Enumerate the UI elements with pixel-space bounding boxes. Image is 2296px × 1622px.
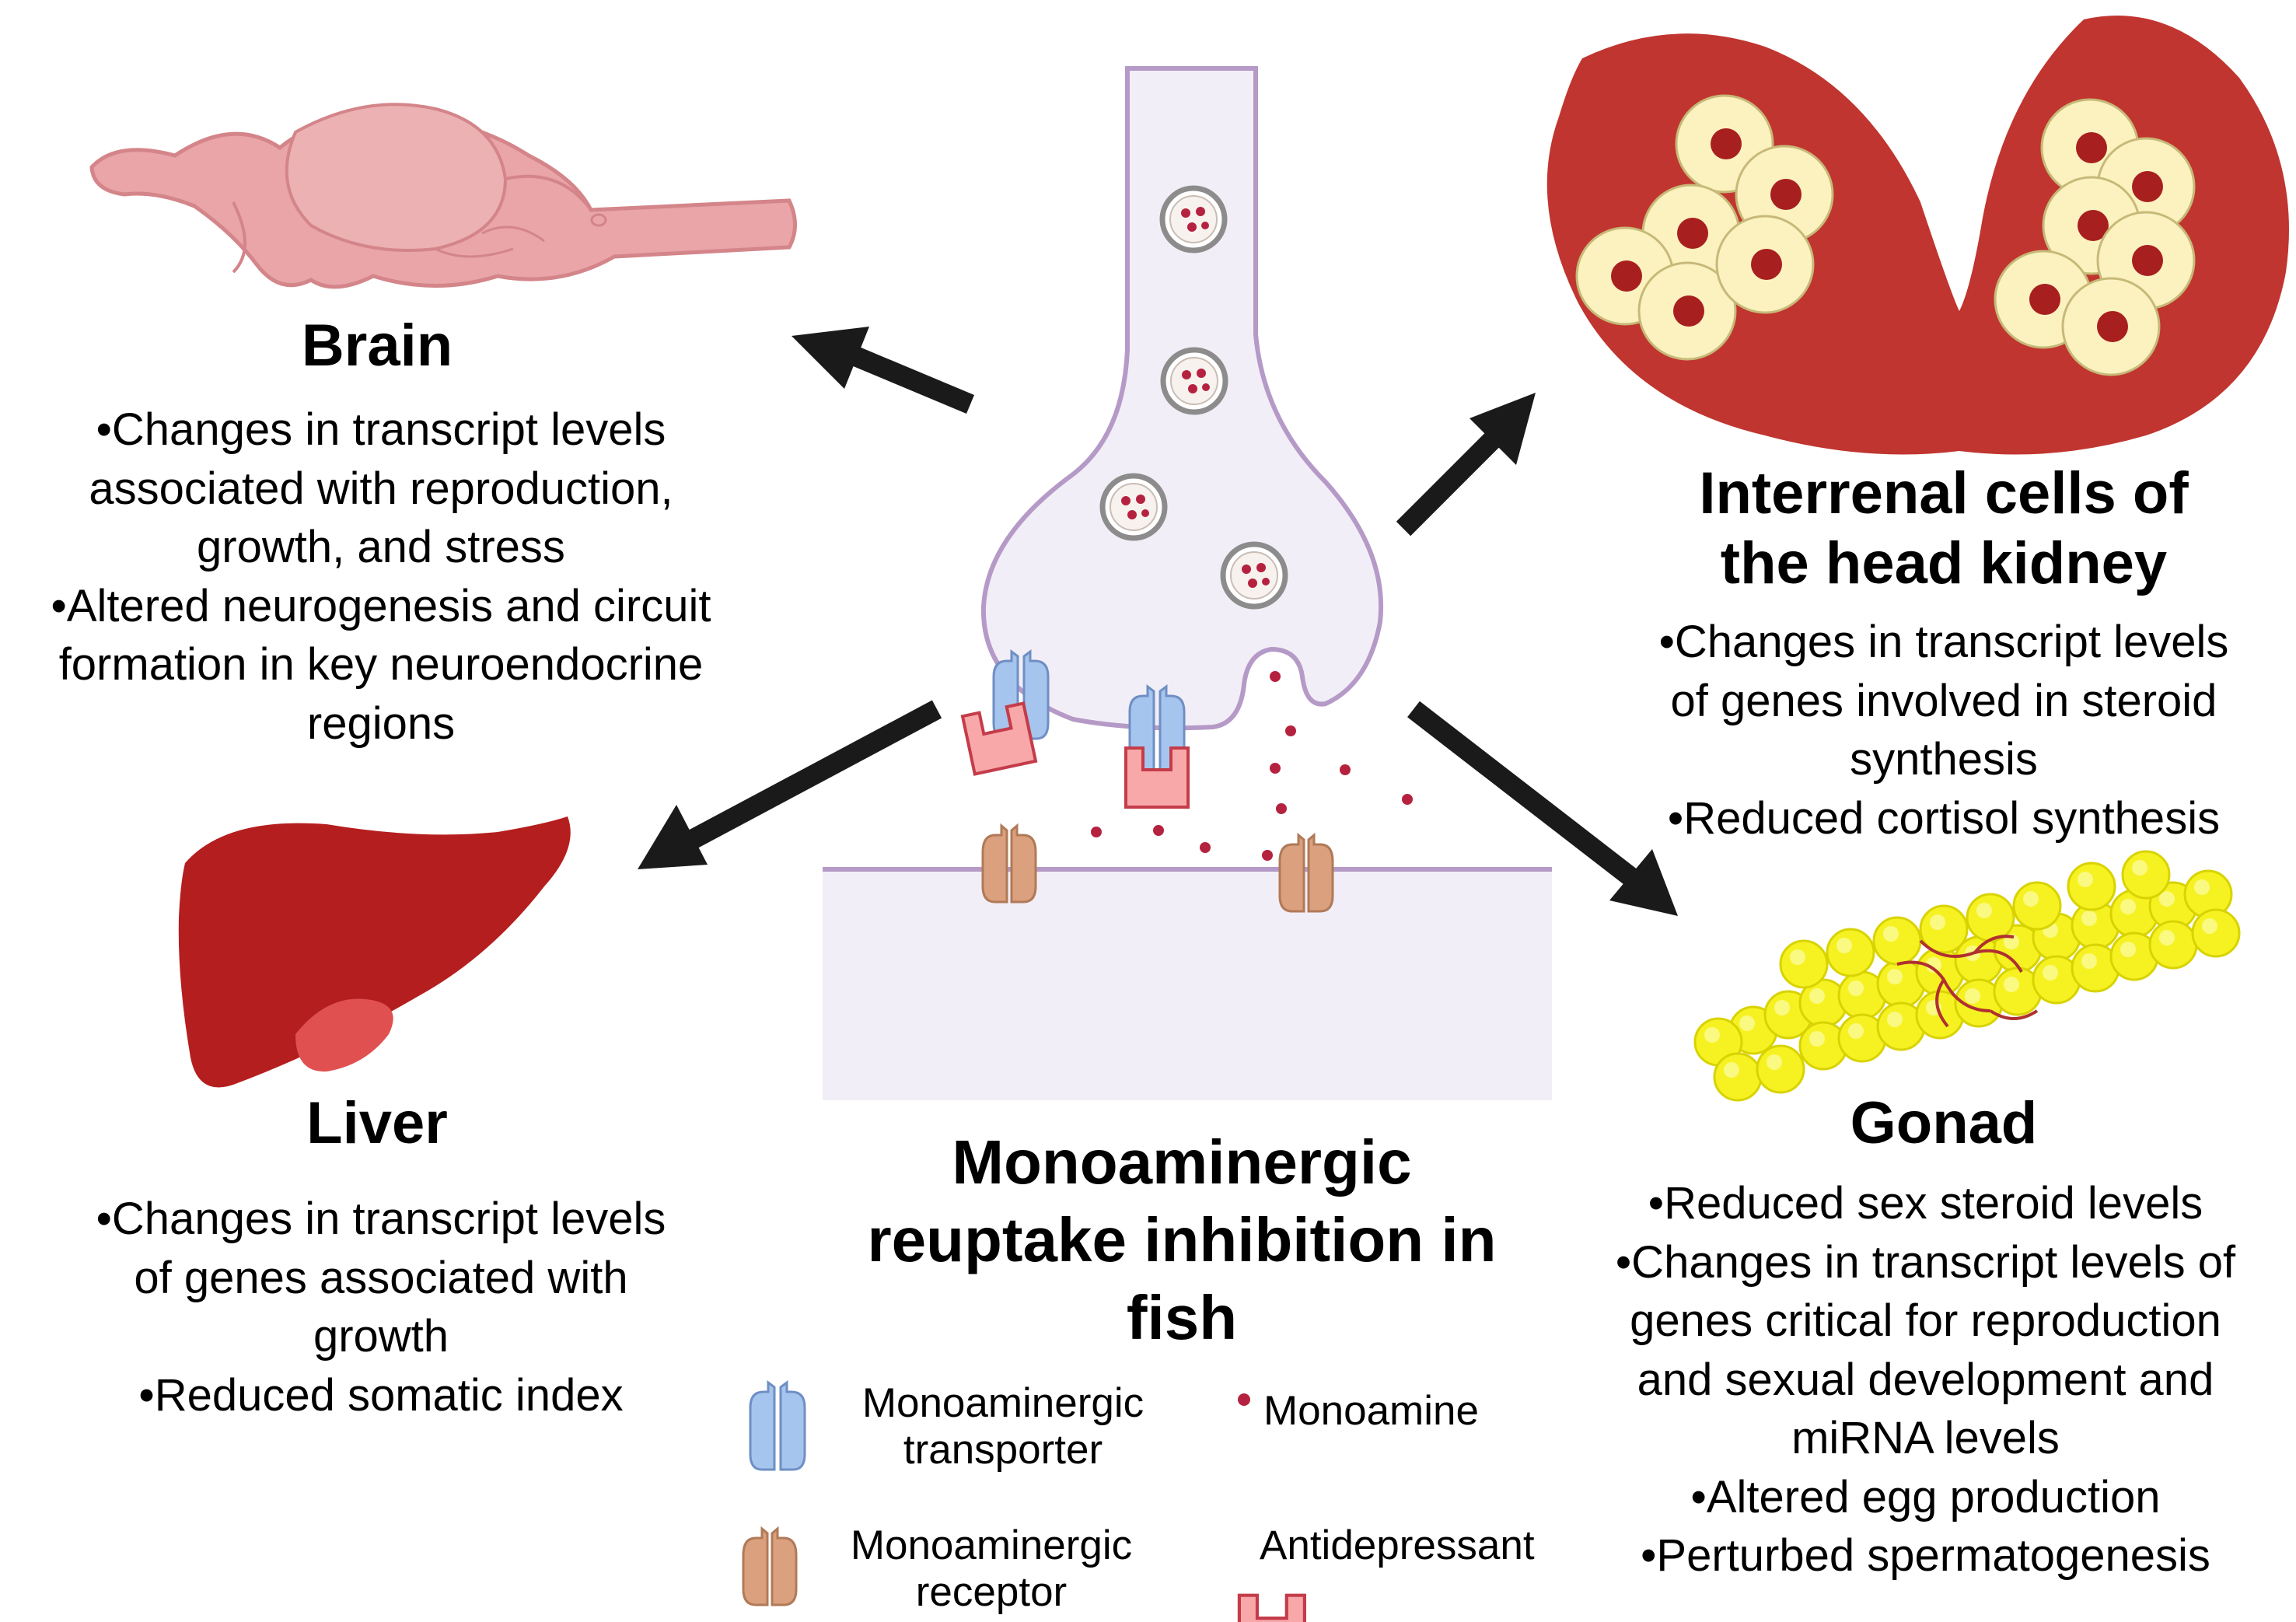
postsynaptic-cell xyxy=(823,867,1552,1100)
legend-monoamine-label: Monoamine xyxy=(1263,1388,1479,1434)
antidepressant-molecule xyxy=(1124,746,1190,809)
title-line: the head kidney xyxy=(1720,530,2168,596)
effect-line: synthesis xyxy=(1850,734,2038,785)
title-line: Monoaminergic xyxy=(952,1127,1412,1197)
effect-line: of genes associated with xyxy=(134,1252,628,1303)
effect-line: associated with reproduction, xyxy=(89,463,673,514)
brain-illustration xyxy=(89,103,797,289)
arrows xyxy=(638,327,1678,916)
effect-line: miRNA levels xyxy=(1791,1413,2060,1463)
main-title: Monoaminergic reuptake inhibition in fish xyxy=(778,1124,1586,1357)
effect-line: •Changes in transcript levels xyxy=(96,404,666,455)
effect-line: formation in key neuroendocrine xyxy=(58,639,704,690)
gonad-title: Gonad xyxy=(1850,1090,2038,1156)
effect-line: •Altered neurogenesis and circuit xyxy=(51,580,711,631)
legend-receptor-icon xyxy=(742,1527,798,1606)
title-line: fish xyxy=(1126,1283,1238,1352)
effect-line: •Changes in transcript levels xyxy=(1658,617,2229,667)
effect-line: •Reduced somatic index xyxy=(138,1369,624,1421)
effect-line: growth xyxy=(313,1311,449,1362)
liver-title: Liver xyxy=(306,1090,448,1156)
effect-line: growth, and stress xyxy=(197,522,565,572)
liver-effects: •Changes in transcript levels of genes as… xyxy=(0,1190,762,1424)
effect-line: and sexual development and xyxy=(1637,1354,2214,1405)
kidney-effects: •Changes in transcript levels of genes in… xyxy=(1563,613,2296,848)
synapse-diagram xyxy=(823,66,1552,1100)
legend-line: Monoaminergic xyxy=(861,1380,1145,1426)
legend-icons xyxy=(742,1381,1305,1622)
monoamine-molecules xyxy=(1091,671,1413,861)
head-kidney-illustration xyxy=(1546,16,2289,455)
legend-antidepressant-icon xyxy=(1239,1596,1305,1622)
title-line: Interrenal cells of xyxy=(1699,460,2189,526)
vesicle xyxy=(1223,544,1285,607)
vesicle xyxy=(1103,476,1165,538)
effect-line: genes critical for reproduction xyxy=(1630,1295,2221,1346)
vesicle xyxy=(1163,350,1225,412)
effect-line: •Perturbed spermatogenesis xyxy=(1641,1530,2210,1581)
brain-effects: •Changes in transcript levels associated … xyxy=(0,400,762,753)
effect-line: •Changes in transcript levels of xyxy=(1615,1236,2236,1288)
legend-line: receptor xyxy=(915,1569,1068,1615)
legend-line: transporter xyxy=(903,1427,1103,1473)
liver-illustration xyxy=(178,816,571,1088)
gonad-illustration xyxy=(1693,850,2241,1102)
effect-line: •Changes in transcript levels xyxy=(96,1194,666,1244)
legend-line: Monoaminergic xyxy=(850,1522,1133,1568)
legend-antidepressant-label: Antidepressant xyxy=(1260,1522,1535,1568)
title-line: reuptake inhibition in xyxy=(867,1205,1497,1274)
gonad-effects: •Reduced sex steroid levels •Changes in t… xyxy=(1555,1174,2296,1585)
effect-line: •Reduced sex steroid levels xyxy=(1648,1178,2203,1229)
legend-monoamine-icon xyxy=(1238,1393,1250,1406)
effect-line: regions xyxy=(306,697,456,749)
effect-line: •Altered egg production xyxy=(1690,1471,2161,1522)
brain-title: Brain xyxy=(301,313,453,379)
vesicle xyxy=(1162,188,1225,250)
effect-line: of genes involved in steroid xyxy=(1670,675,2217,726)
effect-line: •Reduced cortisol synthesis xyxy=(1667,792,2221,844)
